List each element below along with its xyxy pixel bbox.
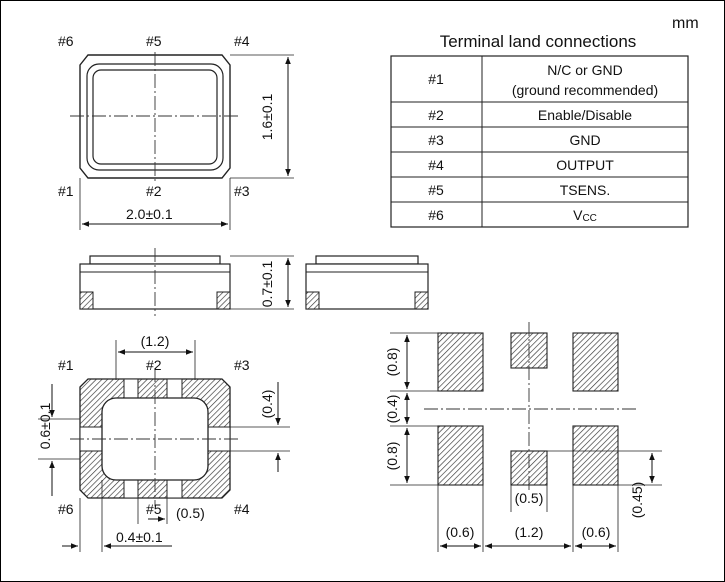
table-pin-2: #2 [428,107,444,123]
land-pitch: (1.2) [515,524,544,540]
top-view [70,52,294,230]
vcc-subscript: CC [582,213,596,224]
bottom-pitch-dimension: (1.2) [141,333,170,349]
top-height-dimension: 1.6±0.1 [259,93,275,140]
bottom-pin-3-label: #3 [234,357,250,373]
land-center-pad-width: (0.5) [515,490,544,506]
table-function-6: VCC [573,207,597,224]
table-title: Terminal land connections [440,32,637,51]
bottom-pad-width-dimension: 0.4±0.1 [116,529,163,545]
bottom-gap-dimension: (0.4) [259,390,275,419]
bottom-pad5-width-dimension: (0.5) [176,505,205,521]
land-left-width: (0.6) [446,524,475,540]
table-pin-4: #4 [428,157,444,173]
top-pin-2-label: #2 [146,183,162,199]
table-function-5: TSENS. [560,182,611,198]
bottom-pin-1-label: #1 [58,357,74,373]
land-bottom-pad-height: (0.8) [384,442,400,471]
bottom-pin-5-label: #5 [146,501,162,517]
table-function-3: GND [569,132,600,148]
bottom-pin-6-label: #6 [58,501,74,517]
table-function-1-note: (ground recommended) [512,82,658,98]
top-pin-3-label: #3 [234,183,250,199]
unit-label: mm [672,15,699,32]
table-pin-1: #1 [428,71,444,87]
land-center-pad-height: (0.45) [629,482,645,519]
top-width-dimension: 2.0±0.1 [126,206,173,222]
side-view-front [79,248,294,316]
table-function-4: OUTPUT [556,157,614,173]
land-top-pad-height: (0.8) [384,348,400,377]
land-pattern [390,322,662,552]
top-pin-5-label: #5 [146,33,162,49]
side-view-end [305,255,429,310]
land-gap: (0.4) [384,395,400,424]
land-right-width: (0.6) [582,524,611,540]
bottom-view [38,340,290,552]
top-pin-4-label: #4 [234,33,250,49]
table-pin-3: #3 [428,132,444,148]
table-pin-5: #5 [428,182,444,198]
bottom-pin-4-label: #4 [234,501,250,517]
table-pin-6: #6 [428,207,444,223]
side-height-dimension: 0.7±0.1 [259,260,275,307]
terminal-table-grid [390,55,689,228]
table-function-2: Enable/Disable [538,107,632,123]
table-function-1: N/C or GND [547,62,622,78]
top-pin-1-label: #1 [58,183,74,199]
top-pin-6-label: #6 [58,33,74,49]
bottom-pad-height-dimension: 0.6±0.1 [37,402,53,449]
bottom-pin-2-label: #2 [146,357,162,373]
vcc-main: V [573,207,583,223]
